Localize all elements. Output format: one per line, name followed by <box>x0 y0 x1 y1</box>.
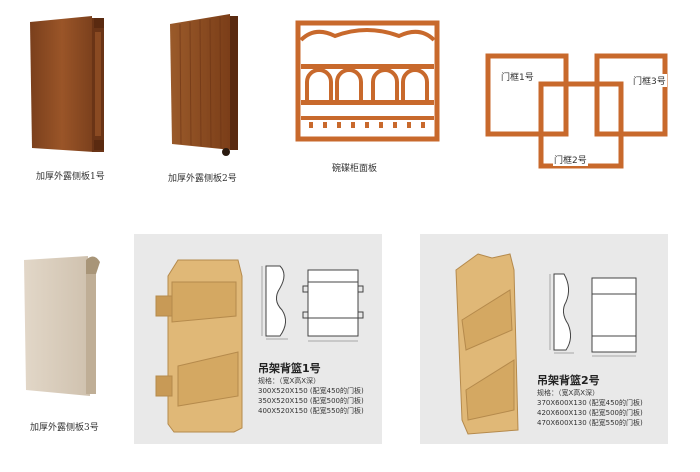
basket-1-size-3: 400X520X150 (配宽550的门板) <box>258 407 364 415</box>
side-panel-2-caption: 加厚外露侧板2号 <box>168 174 237 184</box>
basket-2-size-3: 470X600X130 (配宽550的门板) <box>537 419 643 427</box>
dish-cabinet-panel-caption: 碗碟柜面板 <box>332 164 378 174</box>
basket-2-spec-label: 规格：（宽X高X深） <box>537 389 600 397</box>
door-frame-3-label: 门框3号 <box>632 74 667 87</box>
basket-1-image <box>148 256 248 436</box>
basket-1-side-profile-drawing <box>258 264 298 340</box>
basket-2-image <box>448 250 534 440</box>
side-panel-3-image <box>20 250 102 400</box>
basket-1-size-1: 300X520X150 (配宽450的门板) <box>258 387 364 395</box>
basket-2-size-1: 370X600X130 (配宽450的门板) <box>537 399 643 407</box>
basket-2-size-2: 420X600X130 (配宽500的门板) <box>537 409 643 417</box>
dish-cabinet-panel-image <box>295 20 440 142</box>
basket-1-spec-label: 规格：（宽X高X深） <box>258 377 321 385</box>
basket-2-title: 吊架背篮2号 <box>537 374 600 387</box>
door-frame-1-label: 门框1号 <box>500 70 535 83</box>
side-panel-1-caption: 加厚外露侧板1号 <box>36 172 105 182</box>
side-panel-2-image <box>162 12 247 157</box>
side-panel-1-image <box>22 12 118 157</box>
basket-2-side-profile-drawing <box>546 272 582 354</box>
door-frames-image <box>484 52 670 170</box>
basket-2-front-drawing <box>586 276 642 358</box>
door-frame-2-label: 门框2号 <box>553 153 588 166</box>
basket-1-front-drawing <box>302 268 364 344</box>
basket-1-specs: 吊架背篮1号 规格：（宽X高X深） 300X520X150 (配宽450的门板)… <box>258 360 364 416</box>
basket-2-specs: 吊架背篮2号 规格：（宽X高X深） 370X600X130 (配宽450的门板)… <box>537 372 643 428</box>
basket-1-size-2: 350X520X150 (配宽500的门板) <box>258 397 364 405</box>
basket-1-title: 吊架背篮1号 <box>258 362 321 375</box>
side-panel-3-caption: 加厚外露侧板3号 <box>30 423 99 433</box>
